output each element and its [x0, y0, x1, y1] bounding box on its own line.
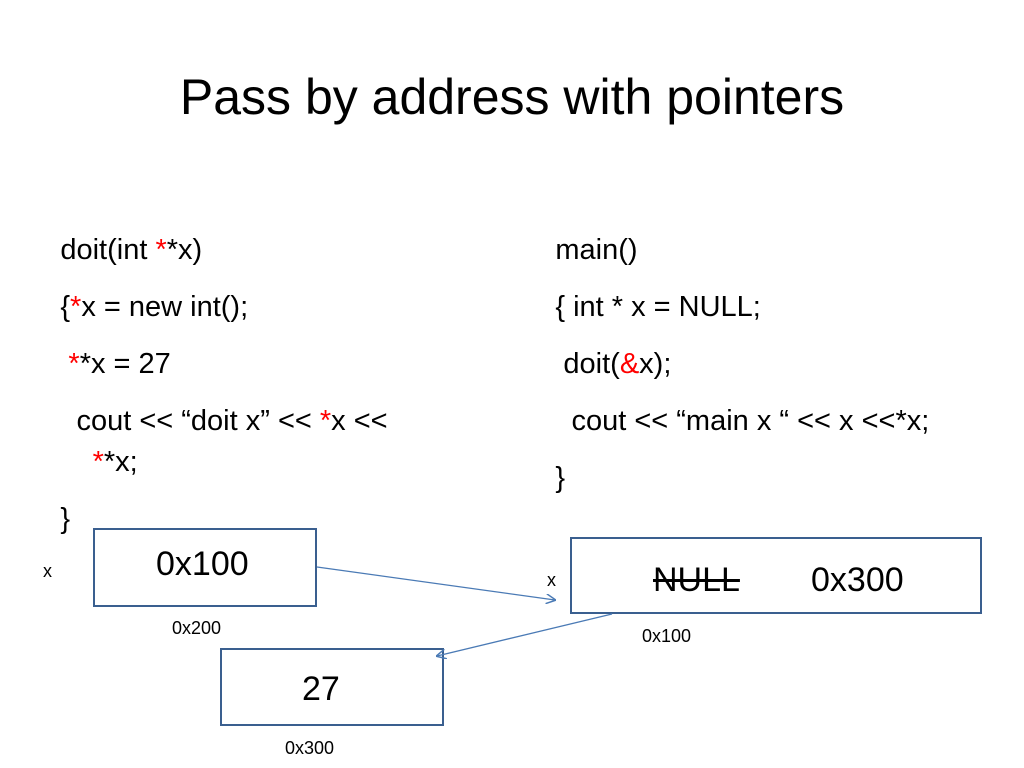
code-text: *x = 27 — [79, 348, 171, 380]
code-text: } — [60, 503, 71, 535]
main-code-block: main() { int * x = NULL; doit(&x); cout … — [507, 190, 929, 494]
code-text: { — [60, 291, 71, 323]
code-text: x << — [331, 405, 388, 437]
var-label-x-main: x — [547, 570, 556, 590]
highlight-symbol: * — [70, 291, 82, 323]
memory-value: 27 — [302, 670, 340, 708]
highlight-symbol: & — [619, 348, 640, 380]
memory-box-0x200: 0x100 — [93, 528, 317, 607]
code-text: } — [555, 462, 566, 494]
code-text: cout << “main x “ << x <<*x; — [555, 405, 930, 437]
code-line: {*x = new int(); — [12, 247, 248, 367]
memory-value: 0x100 — [156, 545, 249, 583]
code-text: x); — [639, 348, 672, 380]
memory-box-0x100: NULL 0x300 — [570, 537, 982, 614]
code-line: { int * x = NULL; — [507, 247, 761, 367]
highlight-symbol: * — [155, 234, 167, 266]
code-line: } — [12, 459, 70, 579]
code-text: cout << “doit x” << — [60, 405, 320, 437]
code-text: *x; — [103, 446, 138, 478]
code-text: { int * x = NULL; — [555, 291, 761, 323]
highlight-symbol: * — [319, 405, 332, 437]
memory-value: 0x300 — [811, 561, 904, 599]
highlight-symbol: * — [68, 348, 80, 380]
slide-title: Pass by address with pointers — [179, 69, 845, 125]
code-line: } — [507, 418, 565, 538]
code-line: doit(&x); — [507, 304, 671, 424]
code-line: main() — [507, 190, 638, 310]
address-label: 0x300 — [285, 738, 335, 758]
code-text: x = new int(); — [81, 291, 249, 323]
code-line: cout << “main x “ << x <<*x; — [507, 361, 929, 481]
memory-old-value: NULL — [653, 561, 740, 599]
code-text: *x) — [166, 234, 203, 266]
memory-box-0x300: 27 — [220, 648, 444, 726]
code-text: main() — [555, 234, 638, 266]
code-line: **x; — [12, 402, 138, 522]
code-line: **x = 27 — [12, 304, 171, 424]
pointer-arrow — [316, 566, 555, 600]
code-line: cout << “doit x” << *x << — [12, 361, 388, 481]
pointer-arrow — [437, 613, 613, 656]
code-text: doit(int — [60, 234, 156, 266]
highlight-symbol: * — [92, 446, 104, 478]
doit-code-block: doit(int **x) {*x = new int(); **x = 27 … — [12, 190, 387, 535]
code-text: doit( — [555, 348, 620, 380]
code-line: doit(int **x) — [12, 190, 202, 310]
var-label-x-doit: x — [43, 561, 52, 581]
address-label: 0x100 — [642, 626, 692, 646]
address-label: 0x200 — [172, 618, 222, 638]
